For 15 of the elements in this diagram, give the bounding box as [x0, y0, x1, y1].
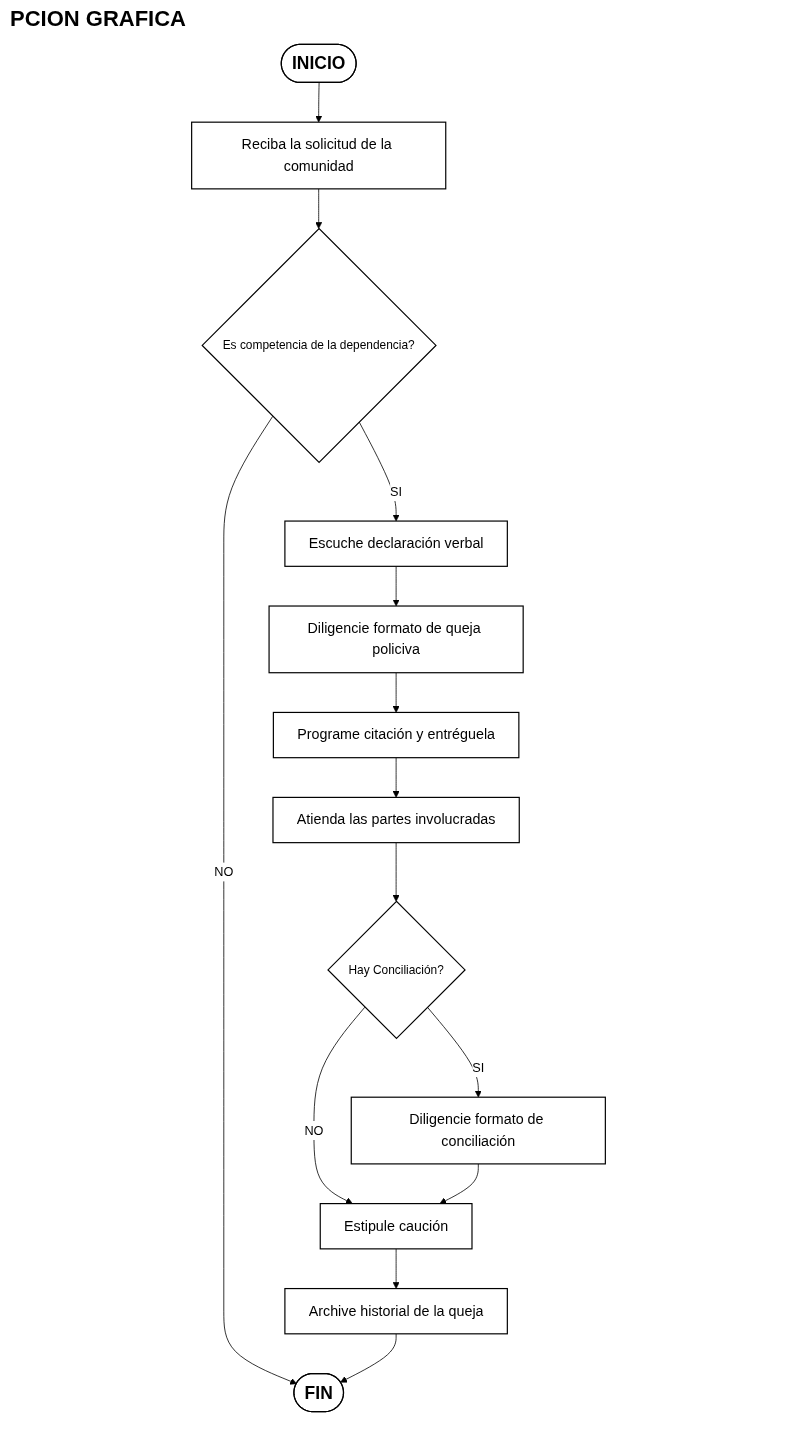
edge-label: NO: [303, 1123, 323, 1137]
node-diamond: Es competencia de la dependencia?: [200, 227, 437, 464]
edge-label: NO: [213, 864, 233, 879]
node-box: Reciba la solicitud de la comunidad: [190, 121, 446, 190]
edge-label: SI: [471, 1060, 484, 1075]
node-box: Estipule caución: [319, 1203, 473, 1250]
node-box: Diligencie formato de conciliación: [350, 1096, 606, 1165]
node-box: Atienda las partes involucradas: [271, 796, 520, 844]
node-box: Diligencie formato de queja policiva: [267, 605, 524, 674]
diagram-title: PCION GRAFICA: [9, 5, 187, 33]
node-box: Escuche declaración verbal: [283, 520, 508, 567]
node-box: Programe citación y entréguela: [272, 711, 519, 759]
node-box: Archive historial de la queja: [283, 1287, 508, 1335]
node-diamond: Hay Conciliación?: [326, 900, 466, 1040]
edge-label: SI: [389, 484, 402, 499]
